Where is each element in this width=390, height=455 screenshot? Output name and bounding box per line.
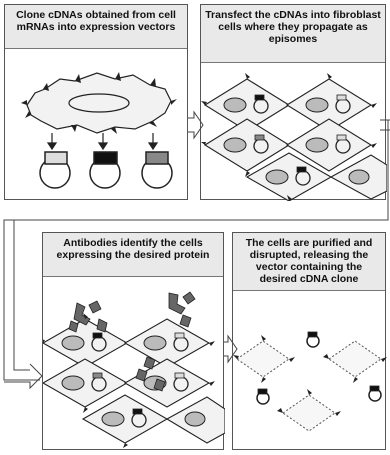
- step3-panel: Antibodies identify the cells expressing…: [42, 232, 225, 450]
- step1-panel: Clone cDNAs obtained from cell mRNAs int…: [4, 4, 188, 200]
- vector-light: [39, 151, 71, 189]
- step2-illustration: [201, 73, 387, 201]
- step1-caption: Clone cDNAs obtained from cell mRNAs int…: [5, 5, 187, 49]
- step4-panel: The cells are purified and disrupted, re…: [232, 232, 387, 450]
- vector-dark: [89, 151, 121, 189]
- nucleus: [68, 93, 130, 113]
- source-cell: [26, 72, 172, 134]
- step2-panel: Transfect the cDNAs into fibroblast cell…: [200, 4, 387, 201]
- step1-illustration: [21, 72, 177, 189]
- step3-illustration: [43, 291, 225, 448]
- step2-caption: Transfect the cDNAs into fibroblast cell…: [201, 5, 385, 63]
- vector-mid: [141, 151, 173, 189]
- step4-illustration: [233, 331, 387, 432]
